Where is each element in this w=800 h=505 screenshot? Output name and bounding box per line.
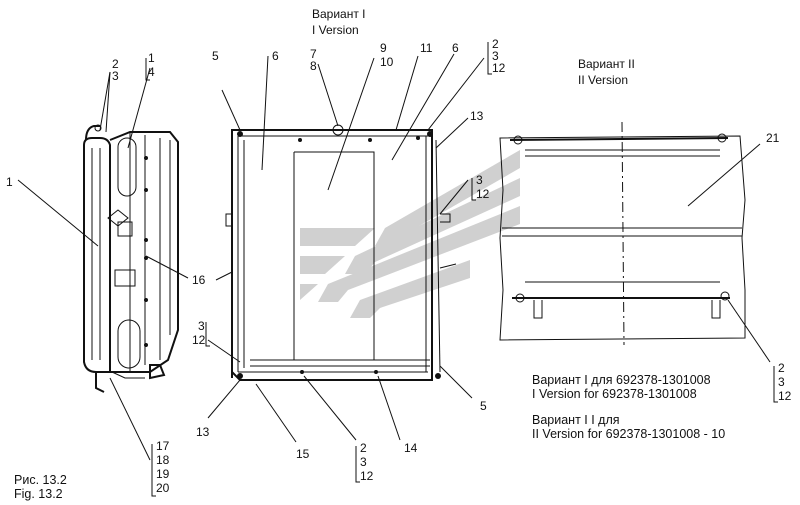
note-variant-two-ru: Вариант I I для [532,413,620,427]
callout-17: 17 [156,439,170,453]
callout-2-bottom: 2 [360,441,367,455]
callout-3-mid-left: 3 [198,319,205,333]
variant-two-ru-title: Вариант II [578,57,635,71]
variant-one-en-title: I Version [312,23,359,37]
variant-one-ru-title: Вариант I [312,7,366,21]
note-variant-two-en: II Version for 692378-1301008 - 10 [532,427,725,441]
leader-lines [17,53,771,461]
callout-21: 21 [766,131,780,145]
callout-8: 8 [310,59,317,73]
callout-3-far-right: 3 [778,375,785,389]
callout-3-top-right: 3 [492,49,499,63]
callout-14: 14 [404,441,418,455]
variant-two-en-title: II Version [578,73,628,87]
callout-19: 19 [156,467,170,481]
callout-16: 16 [192,273,206,287]
callout-1-left: 1 [6,175,13,189]
callout-1-top: 1 [148,51,155,65]
callout-12-bottom: 12 [360,469,374,483]
callout-12-mid-left: 12 [192,333,206,347]
callout-20: 20 [156,481,170,495]
callout-3-left: 3 [112,69,119,83]
callout-2-left: 2 [112,57,119,71]
callout-5-top: 5 [212,49,219,63]
callout-brackets [145,42,778,497]
callout-6-left: 6 [272,49,279,63]
figure-caption-en: Fig. 13.2 [14,487,63,501]
callout-13-right: 13 [470,109,484,123]
callout-18: 18 [156,453,170,467]
callout-12-mid-right: 12 [476,187,490,201]
front-view-assembly [215,124,457,381]
note-variant-one-ru: Вариант I для 692378-1301008 [532,373,711,387]
callout-15: 15 [296,447,310,461]
callout-10: 10 [380,55,394,69]
callout-2-far-right: 2 [778,361,785,375]
callout-4-top: 4 [148,65,155,79]
callout-3-mid-right: 3 [476,173,483,187]
callout-12-far-right: 12 [778,389,792,403]
labels: Вариант I I Version Вариант II II Versio… [6,7,792,501]
variant-two-view [499,121,746,346]
callout-7: 7 [310,47,317,61]
callout-13-bottom: 13 [196,425,210,439]
callout-6-right: 6 [452,41,459,55]
side-view-assembly [83,124,179,393]
callout-2-top-right: 2 [492,37,499,51]
callout-5-bottom: 5 [480,399,487,413]
note-variant-one-en: I Version for 692378-1301008 [532,387,697,401]
callout-11: 11 [420,41,433,55]
callout-12-top-right: 12 [492,61,506,75]
callout-9: 9 [380,41,387,55]
callout-3-bottom: 3 [360,455,367,469]
figure-caption-ru: Рис. 13.2 [14,473,67,487]
